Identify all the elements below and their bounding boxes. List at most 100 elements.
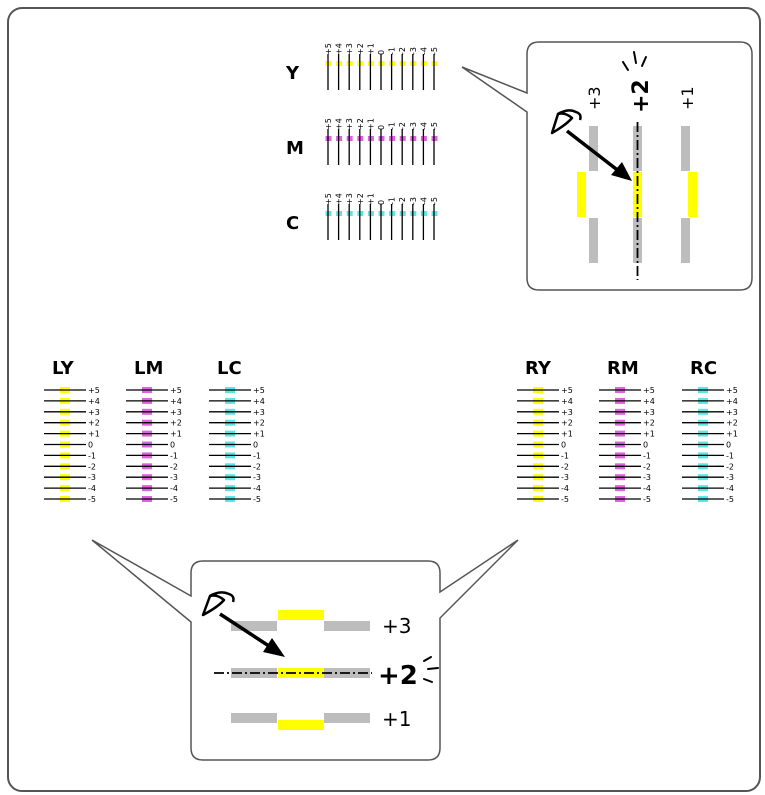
group-label: RY — [525, 358, 552, 379]
tick-label: -4 — [419, 197, 428, 205]
tick-label: -2 — [726, 462, 734, 471]
yellow-bar — [577, 172, 586, 217]
tick-label: -4 — [170, 484, 178, 493]
tick-label: -2 — [170, 462, 178, 471]
tick-label: -2 — [253, 462, 261, 471]
tick-label: -2 — [561, 462, 569, 471]
tick-label: -5 — [430, 122, 439, 130]
tick-label: 0 — [726, 441, 731, 450]
tick-label: +1 — [726, 430, 738, 439]
tick-label: -4 — [726, 484, 734, 493]
tick-label: -1 — [253, 451, 261, 460]
horizontal-chart-lm: LM+5+4+3+2+10-1-2-3-4-5 — [126, 358, 182, 504]
tick-label: 0 — [253, 441, 258, 450]
group-label: RM — [607, 358, 639, 379]
tick-label: -4 — [419, 47, 428, 55]
callout-bottom-label-plus2: +2 — [378, 661, 418, 691]
tick-label: 0 — [377, 200, 386, 205]
tick-label: +1 — [88, 430, 100, 439]
tick-label: +3 — [561, 408, 573, 417]
tick-label: +2 — [170, 419, 182, 428]
tick-label: +3 — [345, 43, 354, 55]
tick-label: +3 — [88, 408, 100, 417]
tick-label: -4 — [253, 484, 261, 493]
tick-label: +4 — [335, 193, 344, 205]
tick-label: +4 — [335, 118, 344, 130]
tick-label: +1 — [366, 118, 375, 130]
tick-label: +4 — [88, 397, 100, 406]
tick-label: -4 — [643, 484, 651, 493]
tick-label: +3 — [643, 408, 655, 417]
tick-label: +5 — [324, 43, 333, 55]
callout-top-column-plus2: +2 — [622, 51, 654, 280]
horizontal-line-charts: LY+5+4+3+2+10-1-2-3-4-5LM+5+4+3+2+10-1-2… — [44, 358, 738, 504]
group-label: LM — [134, 358, 163, 379]
tick-label: +2 — [356, 118, 365, 130]
tick-label: 0 — [377, 125, 386, 130]
tick-label: 0 — [643, 441, 648, 450]
callout-bottom-row-plus3: +3 — [231, 610, 411, 638]
tick-label: +4 — [726, 397, 738, 406]
tick-label: +2 — [643, 419, 655, 428]
tick-label: -3 — [561, 473, 569, 482]
gray-bar — [633, 218, 642, 263]
horizontal-chart-lc: LC+5+4+3+2+10-1-2-3-4-5 — [209, 358, 265, 504]
tick-label: +4 — [170, 397, 182, 406]
tick-label: +5 — [324, 118, 333, 130]
horizontal-chart-rc: RC+5+4+3+2+10-1-2-3-4-5 — [682, 358, 738, 504]
callout-bottom-label-plus1: +1 — [382, 707, 411, 731]
tick-label: -3 — [409, 197, 418, 205]
tick-label: +3 — [726, 408, 738, 417]
tick-label: +5 — [88, 386, 100, 395]
tick-label: -2 — [88, 462, 96, 471]
tick-label: +5 — [170, 386, 182, 395]
tick-label: -3 — [170, 473, 178, 482]
tick-label: -1 — [388, 197, 397, 205]
tick-label: +2 — [356, 193, 365, 205]
tick-label: -3 — [409, 47, 418, 55]
tick-label: -5 — [643, 495, 651, 504]
group-label: LC — [217, 358, 242, 379]
gray-bar — [681, 126, 690, 171]
tick-label: -1 — [388, 122, 397, 130]
tick-label: -4 — [88, 484, 96, 493]
horizontal-chart-ly: LY+5+4+3+2+10-1-2-3-4-5 — [44, 358, 100, 504]
tick-label: -5 — [88, 495, 96, 504]
tick-label: +1 — [643, 430, 655, 439]
yellow-bar — [688, 172, 697, 217]
gray-bar — [589, 126, 598, 171]
yellow-bar — [278, 720, 324, 730]
tick-label: -4 — [419, 122, 428, 130]
row-label: Y — [285, 63, 300, 84]
tick-label: -2 — [398, 122, 407, 130]
tick-label: +1 — [170, 430, 182, 439]
tick-label: +4 — [253, 397, 265, 406]
tick-label: -2 — [398, 197, 407, 205]
tick-label: +2 — [356, 43, 365, 55]
tick-label: +1 — [561, 430, 573, 439]
tick-label: -1 — [170, 451, 178, 460]
callout-bottom-label-plus3: +3 — [382, 614, 411, 638]
eye-icon — [550, 109, 582, 135]
tick-label: +5 — [253, 386, 265, 395]
tick-label: +3 — [253, 408, 265, 417]
tick-label: -3 — [88, 473, 96, 482]
sparkle-lines-icon — [423, 656, 439, 683]
tick-label: +2 — [561, 419, 573, 428]
gray-bar — [324, 621, 370, 631]
tick-label: +3 — [170, 408, 182, 417]
tick-label: -2 — [398, 47, 407, 55]
gray-bar — [231, 621, 277, 631]
tick-label: +1 — [366, 193, 375, 205]
tick-label: -2 — [643, 462, 651, 471]
tick-label: -5 — [430, 47, 439, 55]
callout-bottom: +3 +2 +1 — [91, 539, 519, 761]
tick-label: +3 — [345, 193, 354, 205]
tick-label: +2 — [253, 419, 265, 428]
pointer-arrow-icon — [219, 612, 285, 657]
tick-label: -1 — [88, 451, 96, 460]
row-label: M — [286, 138, 304, 159]
callout-top-column-plus3: +3 — [577, 86, 604, 263]
